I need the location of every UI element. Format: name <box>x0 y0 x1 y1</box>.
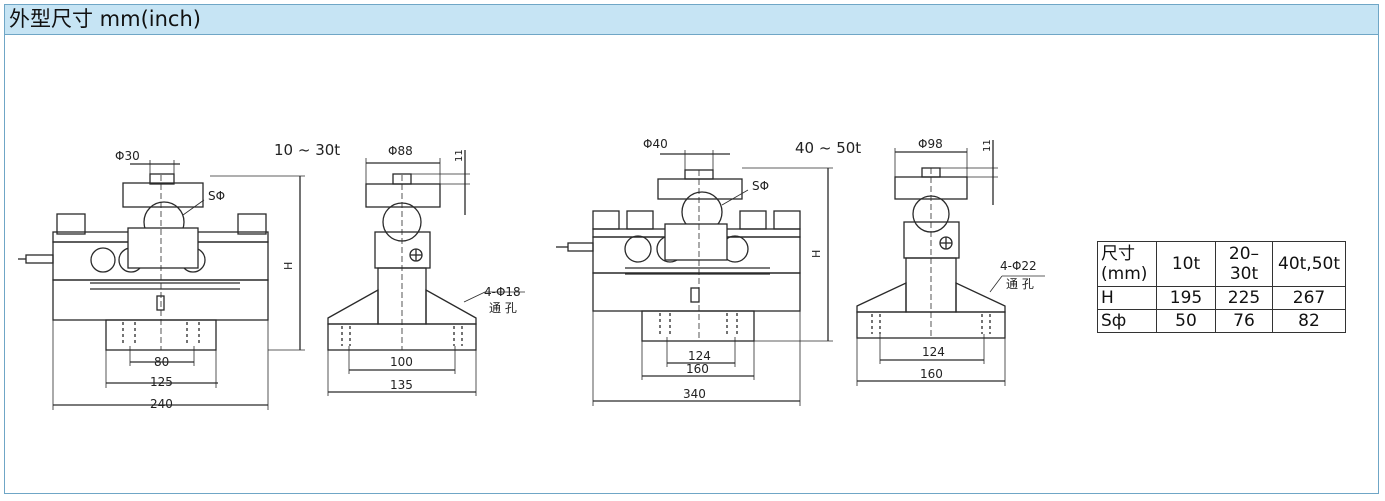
height-label-small: H <box>282 262 295 270</box>
through-hole-label-small: 通 孔 <box>489 301 517 315</box>
front-view-small <box>18 160 305 410</box>
dim-inner-large-side: 124 <box>922 345 945 359</box>
table-cell: 225 <box>1215 286 1273 310</box>
dim-inner-small-side: 100 <box>390 355 413 369</box>
dimension-table: 尺寸 (mm) 10t 20– 30t 40t,50t H 195 225 26… <box>1097 241 1346 333</box>
range-label-large: 40 ~ 50t <box>795 139 861 157</box>
table-cell: 76 <box>1215 309 1273 333</box>
table-cell: 82 <box>1272 309 1346 333</box>
table-row: H 195 225 267 <box>1097 286 1346 310</box>
dim-overall-small-front: 240 <box>150 397 173 411</box>
table-cell: 195 <box>1156 286 1216 310</box>
side-view-small <box>327 150 525 396</box>
table-cell: 50 <box>1156 309 1216 333</box>
phi-top-label-large-side: Φ98 <box>918 137 943 151</box>
phi-top-label-large: Φ40 <box>643 137 668 151</box>
holes-label-large: 4-Φ22 <box>1000 259 1037 273</box>
table-cell: 267 <box>1272 286 1346 310</box>
dim-mid-large-front: 160 <box>686 362 709 376</box>
table-header-cell: 10t <box>1156 241 1216 287</box>
dim-overall-large-front: 340 <box>683 387 706 401</box>
table-header-row: 尺寸 (mm) 10t 20– 30t 40t,50t <box>1097 241 1346 287</box>
range-label-small: 10 ~ 30t <box>274 141 340 159</box>
table-cell: Sф <box>1097 309 1157 333</box>
dim-inner-small-front: 80 <box>154 355 169 369</box>
table-header-cell: 40t,50t <box>1272 241 1346 287</box>
phi-top-label-small: Φ30 <box>115 149 140 163</box>
table-row: Sф 50 76 82 <box>1097 309 1346 333</box>
gap-label-small-side: 11 <box>454 149 465 162</box>
section-title: 外型尺寸 mm(inch) <box>9 7 201 31</box>
table-cell: H <box>1097 286 1157 310</box>
table-header-cell: 20– 30t <box>1215 241 1273 287</box>
table-header-cell: 尺寸 (mm) <box>1097 241 1157 287</box>
dim-overall-small-side: 135 <box>390 378 413 392</box>
dim-inner-large-front: 124 <box>688 349 711 363</box>
through-hole-label-large: 通 孔 <box>1006 277 1034 291</box>
front-view-large <box>556 150 833 406</box>
phi-top-label-small-side: Φ88 <box>388 144 413 158</box>
holes-label-small: 4-Φ18 <box>484 285 521 299</box>
gap-label-large-side: 11 <box>982 139 993 152</box>
diagram-frame: 外型尺寸 mm(inch) <box>4 4 1379 494</box>
dim-overall-large-side: 160 <box>920 367 943 381</box>
sphere-label-large: SΦ <box>752 179 769 193</box>
sphere-label-small: SΦ <box>208 189 225 203</box>
dim-mid-small-front: 125 <box>150 375 173 389</box>
section-header: 外型尺寸 mm(inch) <box>5 5 1378 35</box>
side-view-large <box>856 140 1045 386</box>
height-label-large: H <box>810 250 823 258</box>
